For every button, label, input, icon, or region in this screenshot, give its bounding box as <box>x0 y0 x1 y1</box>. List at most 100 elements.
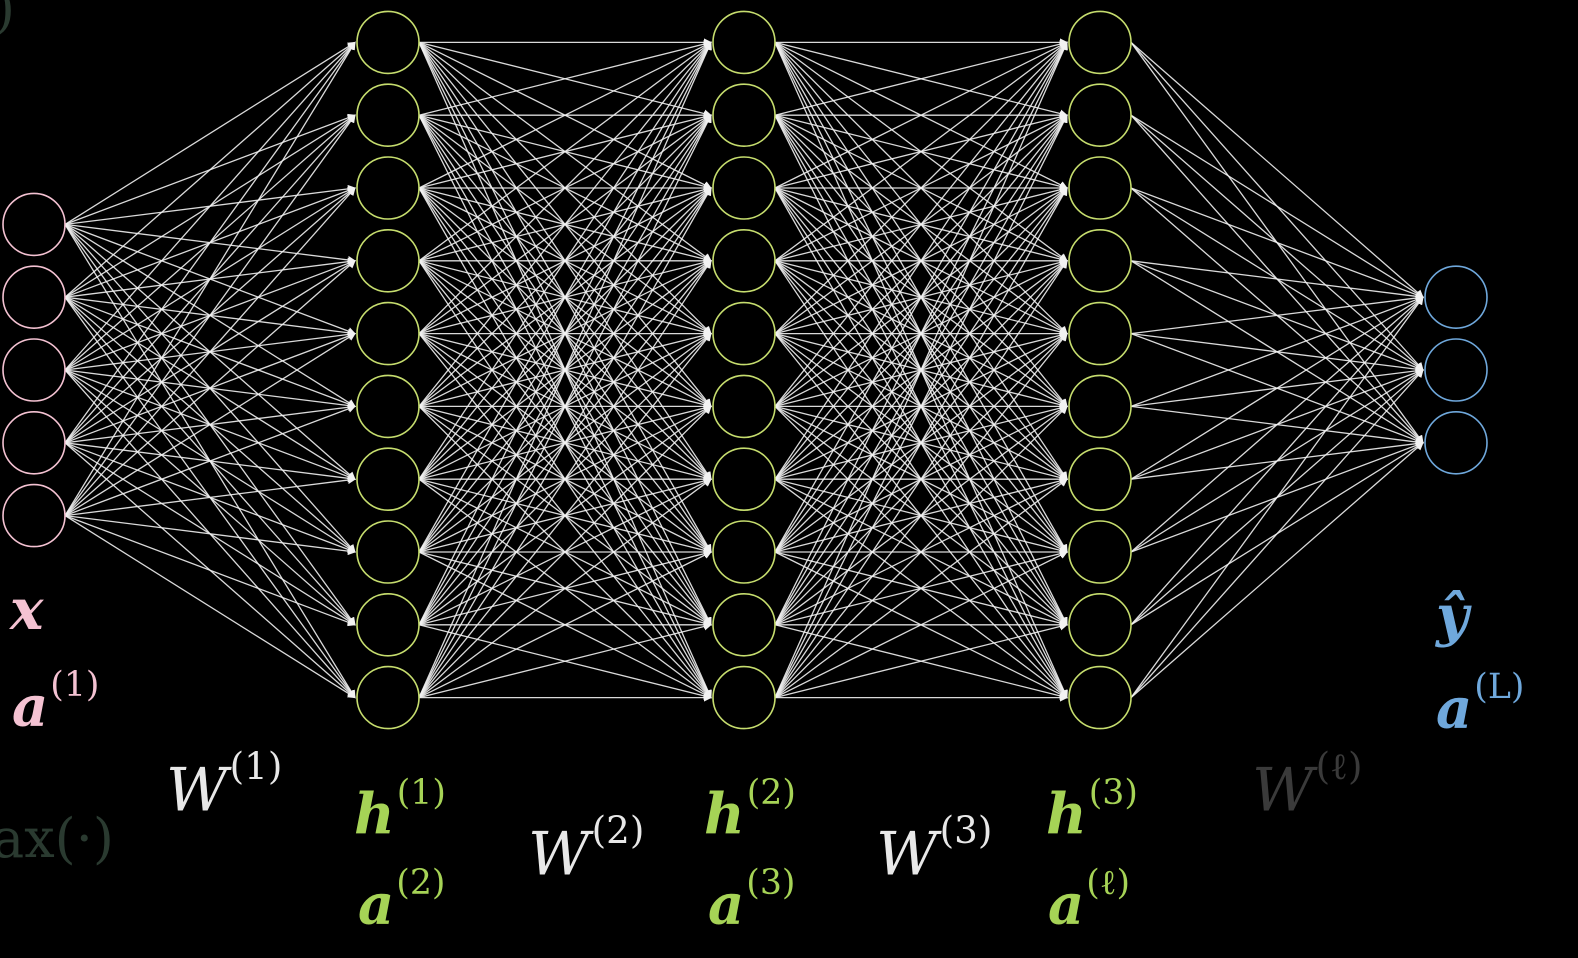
input-x-label: x <box>10 582 43 638</box>
weight-w1-sup: (1) <box>229 744 283 788</box>
output-aL-label: a(L) <box>1436 670 1524 737</box>
edge-l1-1-to-l2-1 <box>64 41 356 225</box>
hidden-h1-sup: (1) <box>396 773 446 813</box>
neuron-layer2-1 <box>356 10 420 75</box>
edge-l3-7-to-l4-1 <box>774 41 1068 480</box>
neuron-layer2-4 <box>356 228 420 293</box>
neuron-layer2-9 <box>356 592 420 657</box>
edge-l4-2-to-l5-1 <box>1130 114 1424 298</box>
input-a1-label: a(1) <box>12 668 99 735</box>
edge-l1-5-to-l2-8 <box>64 514 356 556</box>
weight-w3-label: W(3) <box>876 811 992 884</box>
weight-w1-base: W <box>166 755 228 826</box>
neuron-layer1-2 <box>2 265 66 330</box>
edge-l3-9-to-l4-1 <box>774 41 1068 626</box>
hidden-h1-base: h <box>354 781 395 848</box>
weight-edges <box>64 38 1424 702</box>
neuron-layer1-4 <box>2 410 66 475</box>
neuron-layer4-5 <box>1068 301 1132 366</box>
edge-l1-5-to-l2-10 <box>64 515 356 699</box>
hidden-h2-label: h(2) <box>704 776 796 843</box>
edge-l4-8-to-l5-1 <box>1130 296 1424 553</box>
edge-l4-10-to-l5-3 <box>1130 442 1424 699</box>
hidden-al-label: a(ℓ) <box>1048 866 1130 933</box>
neuron-layer2-8 <box>356 520 420 584</box>
neuron-layer2-2 <box>356 83 420 147</box>
edge-l2-10-to-l3-6 <box>418 405 712 699</box>
edge-l2-10-to-l3-2 <box>418 114 712 698</box>
neuron-layer4-1 <box>1068 10 1132 75</box>
neuron-layer3-6 <box>712 374 776 439</box>
input-x-base: x <box>10 577 44 643</box>
hidden-h2-base: h <box>704 781 745 848</box>
edge-l3-2-to-l4-1 <box>774 40 1068 116</box>
neuron-layer2-3 <box>356 156 420 220</box>
edge-l3-4-to-l4-1 <box>774 41 1068 262</box>
hidden-h3-label: h(3) <box>1046 776 1138 843</box>
neuron-layer5-1 <box>1424 265 1488 330</box>
hidden-a2-label: a(2) <box>358 866 445 933</box>
input-a1-sup: (1) <box>50 665 100 705</box>
edge-l2-10-to-l3-7 <box>418 478 712 699</box>
neuron-layer3-5 <box>712 301 776 366</box>
weight-w3-base: W <box>876 819 938 890</box>
edge-l2-7-to-l3-1 <box>418 41 712 480</box>
hidden-a2-base: a <box>358 871 395 938</box>
neuron-nodes <box>2 10 1488 730</box>
edge-l2-10-to-l3-4 <box>418 259 712 698</box>
edge-l1-5-to-l2-3 <box>64 187 356 517</box>
neuron-layer4-6 <box>1068 374 1132 439</box>
edge-l4-5-to-l5-1 <box>1130 294 1424 335</box>
output-aL-sup: (L) <box>1474 667 1525 707</box>
edge-l3-10-to-l4-3 <box>774 187 1068 698</box>
neuron-layer2-10 <box>356 665 420 730</box>
hidden-h3-base: h <box>1046 781 1087 848</box>
hidden-h2-sup: (2) <box>746 773 796 813</box>
neuron-layer4-2 <box>1068 83 1132 147</box>
neuron-layer3-7 <box>712 447 776 512</box>
hidden-al-sup: (ℓ) <box>1086 863 1131 903</box>
edge-l2-10-to-l3-5 <box>418 332 712 699</box>
edge-l2-4-to-l3-1 <box>418 41 712 262</box>
weight-wl-label: W(ℓ) <box>1252 747 1363 820</box>
weight-w2-label: W(2) <box>528 811 644 884</box>
neuron-layer2-7 <box>356 447 420 512</box>
hidden-h1-label: h(1) <box>354 776 446 843</box>
neuron-layer3-9 <box>712 592 776 657</box>
neuron-layer1-1 <box>2 192 66 257</box>
edge-l3-10-to-l4-1 <box>774 41 1068 698</box>
edge-l2-6-to-l3-1 <box>418 41 712 407</box>
edge-l1-5-to-l2-2 <box>64 114 356 516</box>
neuron-layer4-8 <box>1068 520 1132 584</box>
neuron-layer2-6 <box>356 374 420 439</box>
input-a1-base: a <box>12 673 49 740</box>
neuron-layer3-8 <box>712 520 776 584</box>
edge-l1-5-to-l2-5 <box>64 333 356 517</box>
edge-l4-1-to-l5-1 <box>1130 41 1424 298</box>
edge-l1-3-to-l2-1 <box>64 41 356 371</box>
edge-l3-10-to-l4-5 <box>774 332 1068 699</box>
output-aL-base: a <box>1436 675 1473 742</box>
neuron-layer1-5 <box>2 483 66 548</box>
edge-l3-5-to-l4-1 <box>774 41 1068 335</box>
weight-w1-label: W(1) <box>166 747 282 820</box>
neuron-layer4-4 <box>1068 228 1132 293</box>
edge-l4-7-to-l5-1 <box>1130 296 1424 480</box>
neuron-layer4-7 <box>1068 447 1132 512</box>
neuron-layer5-3 <box>1424 410 1488 475</box>
edge-l1-5-to-l2-7 <box>64 476 356 517</box>
edge-l4-3-to-l5-1 <box>1130 187 1424 299</box>
edge-l4-10-to-l5-2 <box>1130 369 1424 699</box>
neuron-layer5-2 <box>1424 338 1488 402</box>
edge-l3-10-to-l4-6 <box>774 405 1068 699</box>
edge-l1-5-to-l2-6 <box>64 405 356 517</box>
neuron-layer3-2 <box>712 83 776 147</box>
neuron-layer4-3 <box>1068 156 1132 220</box>
hidden-a2-sup: (2) <box>396 863 446 903</box>
weight-wl-sup: (ℓ) <box>1315 744 1363 788</box>
weight-w2-base: W <box>528 819 590 890</box>
neuron-layer4-10 <box>1068 665 1132 730</box>
edge-l2-5-to-l3-1 <box>418 41 712 335</box>
edge-l3-6-to-l4-1 <box>774 41 1068 407</box>
